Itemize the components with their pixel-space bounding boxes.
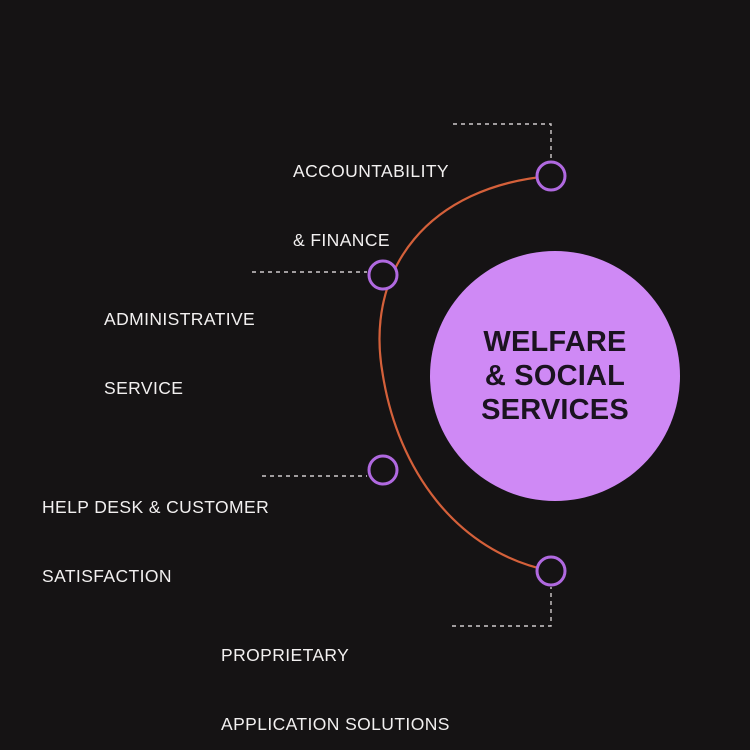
label-help-desk-line-1: HELP DESK & CUSTOMER <box>42 497 270 517</box>
connector-accountability-finance <box>453 123 552 160</box>
connector-proprietary-application-solutions <box>452 587 552 627</box>
label-accountability-finance[interactable]: ACCOUNTABILITY & FINANCE <box>293 114 449 298</box>
node-proprietary-application-solutions[interactable] <box>535 555 567 587</box>
hub-circle <box>430 251 680 501</box>
label-administrative-service-line-1: ADMINISTRATIVE <box>104 309 256 329</box>
node-accountability-finance[interactable] <box>535 160 567 192</box>
label-help-desk-line-2: SATISFACTION <box>42 566 172 586</box>
label-administrative-service[interactable]: ADMINISTRATIVE SERVICE <box>104 262 255 446</box>
label-proprietary-line-2: APPLICATION SOLUTIONS <box>221 714 450 734</box>
label-accountability-finance-line-2: & FINANCE <box>293 230 390 250</box>
label-help-desk-customer-satisfaction[interactable]: HELP DESK & CUSTOMER SATISFACTION <box>42 450 269 634</box>
label-proprietary-application-solutions[interactable]: PROPRIETARY APPLICATION SOLUTIONS <box>221 598 450 750</box>
node-help-desk-customer-satisfaction[interactable] <box>367 454 399 486</box>
label-accountability-finance-line-1: ACCOUNTABILITY <box>293 161 449 181</box>
arc-path <box>378 174 553 573</box>
label-proprietary-line-1: PROPRIETARY <box>221 645 350 665</box>
label-administrative-service-line-2: SERVICE <box>104 378 184 398</box>
node-administrative-service[interactable] <box>367 259 399 291</box>
